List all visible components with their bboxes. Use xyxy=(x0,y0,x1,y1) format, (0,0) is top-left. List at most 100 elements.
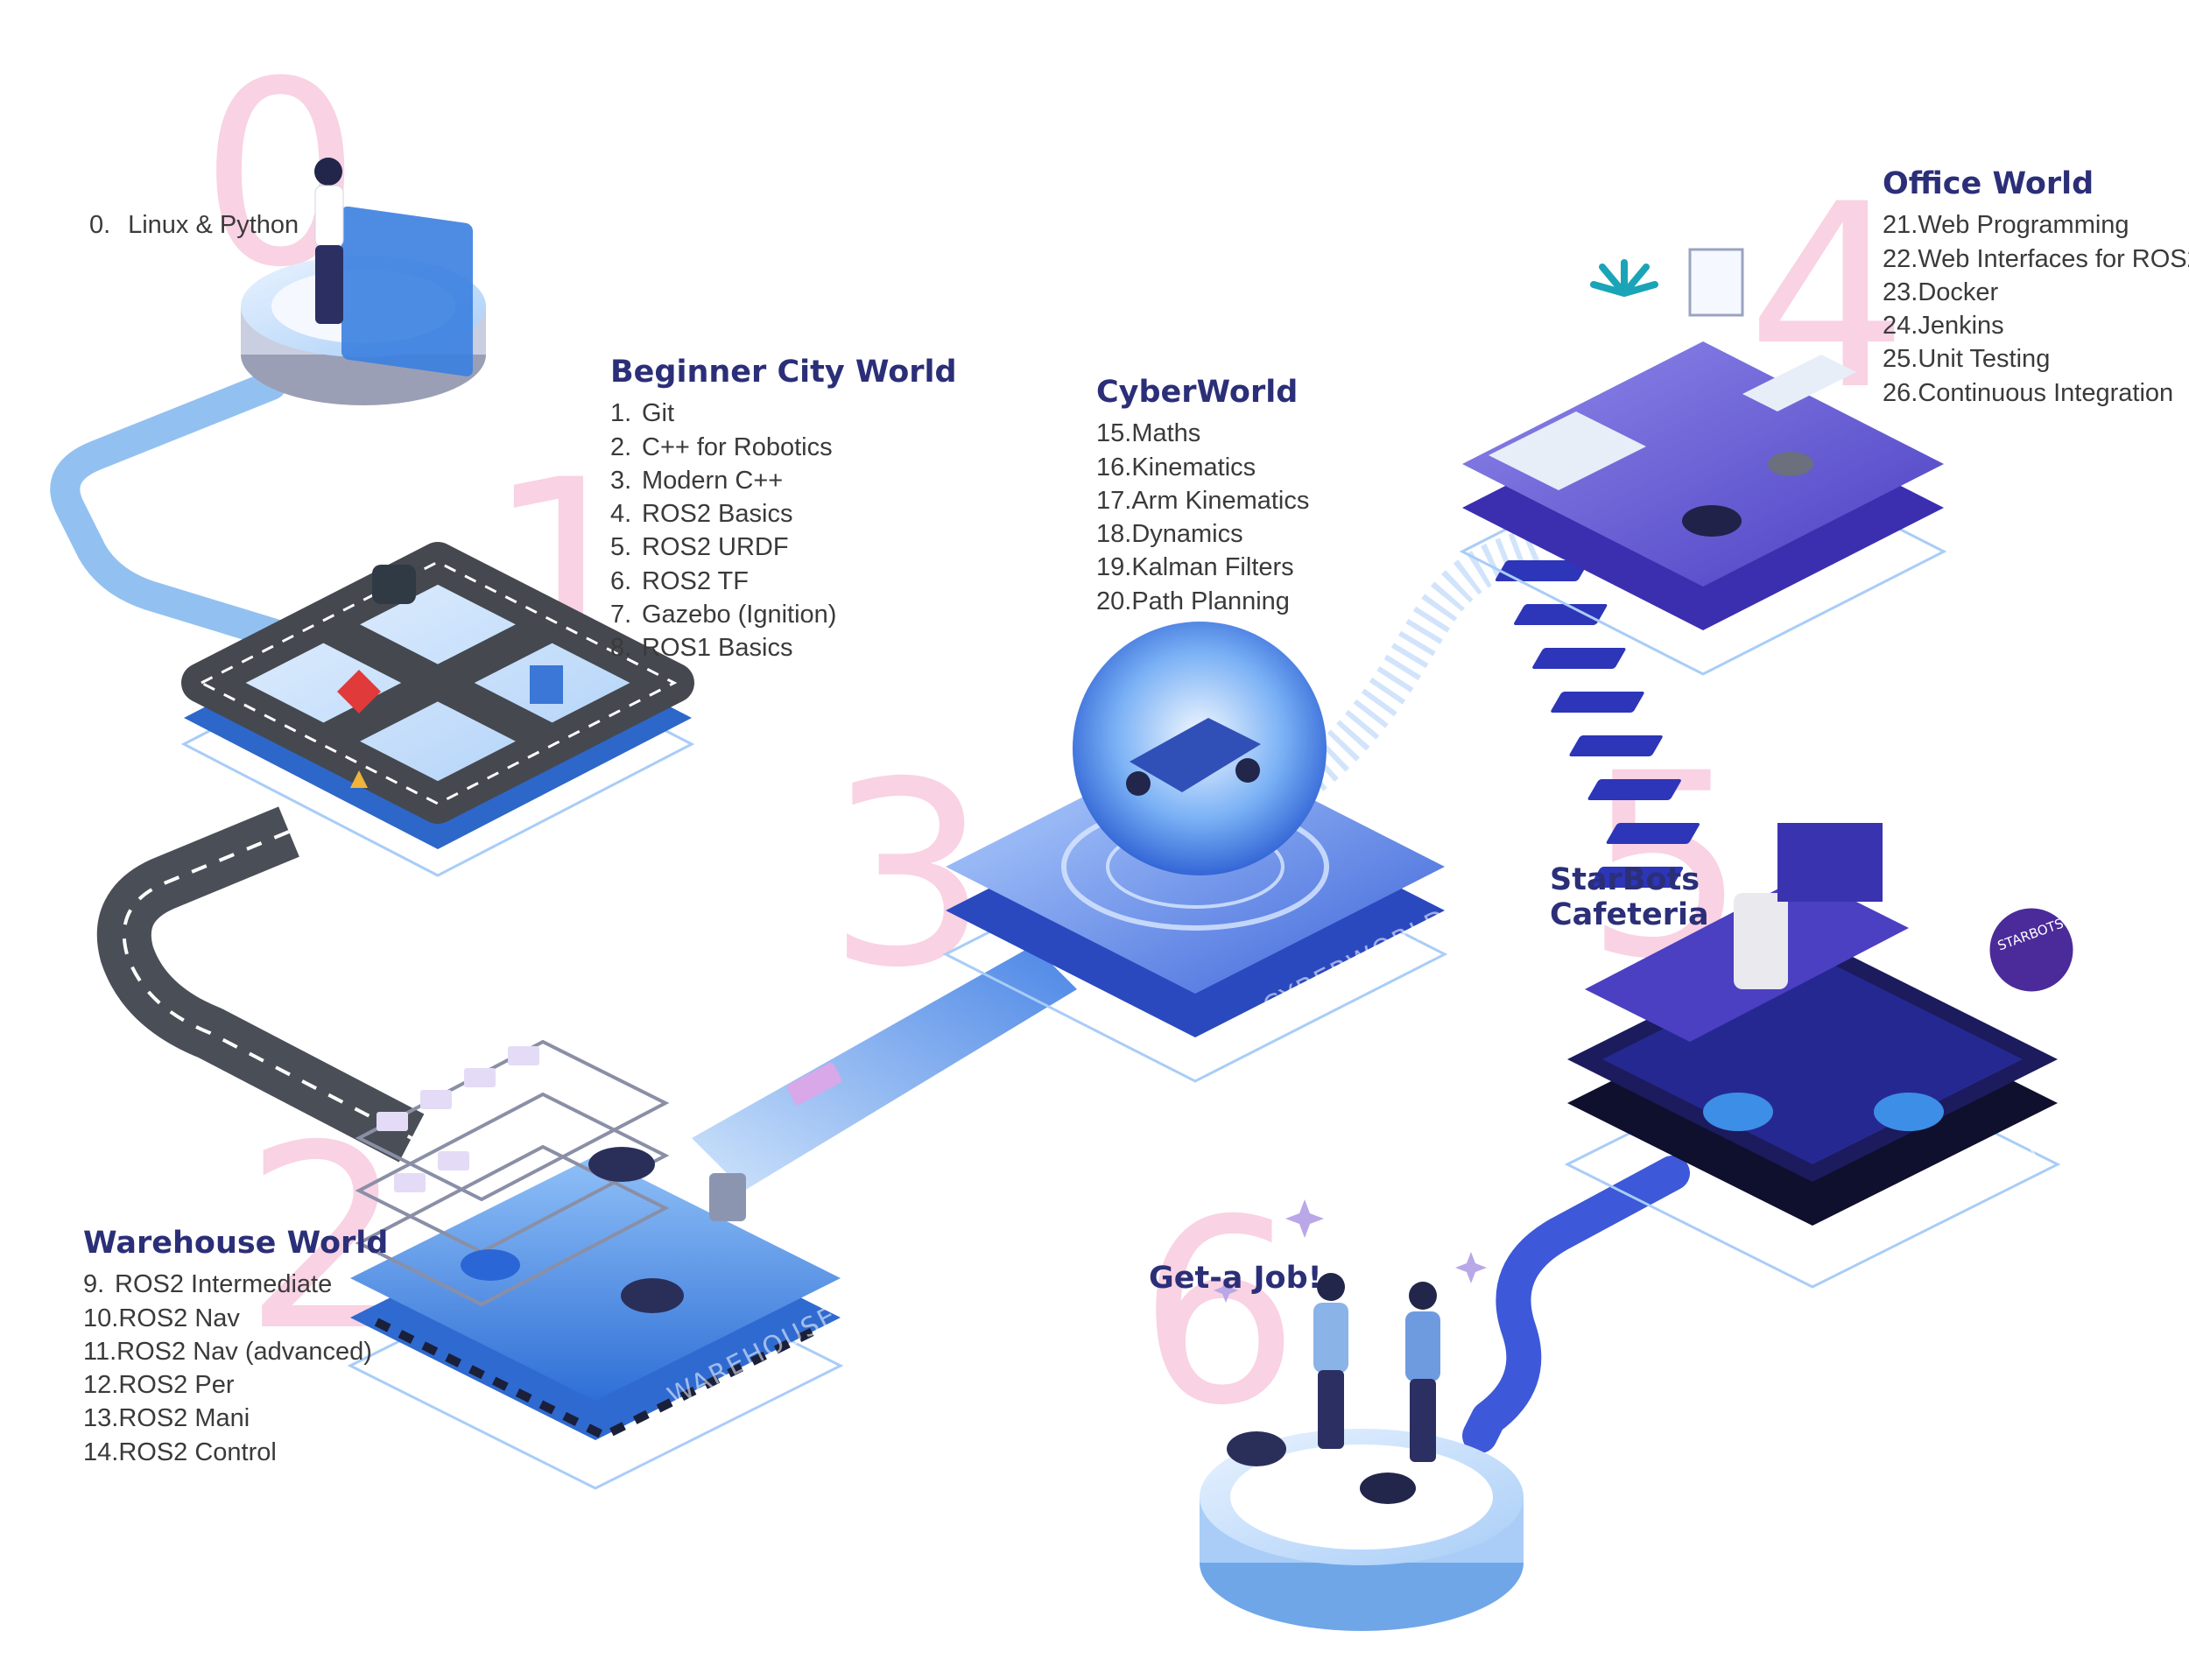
topic-number: 14. xyxy=(83,1437,119,1466)
topic-label: Linux & Python xyxy=(128,211,299,239)
beginner-city-topic-list: 1. Git 2. C++ for Robotics 3. Modern C++ 4.… xyxy=(610,397,957,664)
topic-13: 13.ROS2 Mani xyxy=(83,1402,388,1435)
topic-number: 1. xyxy=(610,399,632,428)
topic-label: ROS2 Nav xyxy=(118,1304,240,1332)
topic-16: 16.Kinematics xyxy=(1096,451,1309,484)
topic-number: 21. xyxy=(1883,211,1918,240)
topic-number: 8. xyxy=(610,634,632,663)
topic-label: Kinematics xyxy=(1131,453,1256,482)
topic-label: C++ for Robotics xyxy=(642,432,833,461)
stage-2-platform xyxy=(347,1039,844,1490)
topic-number: 16. xyxy=(1096,453,1132,482)
topic-label: Kalman Filters xyxy=(1131,553,1294,582)
topic-25: 25.Unit Testing xyxy=(1883,342,2189,376)
road-1-to-2-dashes xyxy=(122,830,412,1140)
topic-label: Web Programming xyxy=(1918,211,2129,240)
topic-number: 2. xyxy=(610,432,632,461)
staircase-4-to-5 xyxy=(1495,560,1700,888)
topic-number: 13. xyxy=(83,1404,119,1433)
stage-0-section: 0. Linux & Python xyxy=(89,208,299,242)
topic-label: Maths xyxy=(1131,419,1201,448)
topic-19: 19.Kalman Filters xyxy=(1096,551,1309,584)
topic-26: 26.Continuous Integration xyxy=(1883,376,2189,410)
stage-1-platform xyxy=(180,542,695,877)
topic-label: ROS2 TF xyxy=(642,566,749,595)
topic-18: 18.Dynamics xyxy=(1096,517,1309,551)
topic-number: 18. xyxy=(1096,520,1132,549)
topic-label: Unit Testing xyxy=(1918,345,2051,374)
stage-3-section: CyberWorld 15.Maths 16.Kinematics 17.Arm… xyxy=(1096,375,1309,618)
topic-label: Modern C++ xyxy=(642,466,784,495)
beginner-city-world-title: Beginner City World xyxy=(610,355,957,390)
topic-number: 15. xyxy=(1096,419,1132,448)
topic-label: Jenkins xyxy=(1918,312,2004,341)
path-5-to-6 xyxy=(1462,1156,1690,1453)
topic-number: 23. xyxy=(1883,278,1918,306)
starbots-cafeteria-title: StarBots Cafeteria xyxy=(1550,862,1709,933)
topic-label: Path Planning xyxy=(1131,587,1290,615)
topic-2: 2. C++ for Robotics xyxy=(610,431,957,464)
topic-7: 7. Gazebo (Ignition) xyxy=(610,598,957,631)
topic-number: 19. xyxy=(1096,553,1132,582)
office-world-title: Office World xyxy=(1883,166,2094,201)
get-a-job-title: Get-a Job! xyxy=(1149,1261,1322,1296)
topic-number: 22. xyxy=(1883,244,1918,273)
topic-14: 14.ROS2 Control xyxy=(83,1436,388,1469)
stage-4-platform xyxy=(1459,248,1947,676)
topic-label: ROS2 Per xyxy=(118,1371,235,1400)
topic-label: Git xyxy=(642,399,675,428)
topic-1: 1. Git xyxy=(610,397,957,430)
topic-number: 9. xyxy=(83,1270,105,1299)
topic-label: ROS2 URDF xyxy=(642,533,789,562)
topic-number: 11. xyxy=(83,1337,117,1366)
cyberworld-title: CyberWorld xyxy=(1096,375,1299,410)
topic-number: 6. xyxy=(610,566,632,595)
topic-10: 10.ROS2 Nav xyxy=(83,1302,388,1335)
road-1-to-2 xyxy=(96,806,425,1163)
topic-11: 11.ROS2 Nav (advanced) xyxy=(83,1335,388,1368)
topic-22: 22.Web Interfaces for ROS2 xyxy=(1883,243,2189,276)
stage-6-pedestal xyxy=(1200,1199,1524,1631)
path-0-to-1 xyxy=(50,370,321,658)
topic-17: 17.Arm Kinematics xyxy=(1096,484,1309,517)
topic-number: 0. xyxy=(89,211,111,239)
stage-5-section: StarBots Cafeteria xyxy=(1550,862,1709,940)
stage-0-pedestal xyxy=(241,158,486,405)
topic-8: 8.ROS1 Basics xyxy=(610,631,957,664)
topic-label: Web Interfaces for ROS2 xyxy=(1918,244,2189,273)
topic-number: 12. xyxy=(83,1371,119,1400)
topic-label: Gazebo (Ignition) xyxy=(642,601,837,629)
cyberworld-topic-list: 15.Maths 16.Kinematics 17.Arm Kinematics… xyxy=(1096,417,1309,618)
topic-number: 24. xyxy=(1883,312,1918,341)
topic-number: 5. xyxy=(610,533,632,562)
topic-number: 7. xyxy=(610,601,632,629)
topic-number: 20. xyxy=(1096,587,1132,615)
topic-15: 15.Maths xyxy=(1096,417,1309,450)
office-topic-list: 21.Web Programming 22.Web Interfaces for… xyxy=(1883,208,2189,410)
topic-12: 12.ROS2 Per xyxy=(83,1368,388,1402)
topic-label: Arm Kinematics xyxy=(1131,486,1310,515)
topic-3: 3. Modern C++ xyxy=(610,464,957,497)
topic-label: ROS2 Control xyxy=(118,1437,277,1466)
topic-4: 4.ROS2 Basics xyxy=(610,497,957,531)
stage-3-platform xyxy=(942,622,1448,1083)
topic-9: 9.ROS2 Intermediate xyxy=(83,1268,388,1301)
topic-label: ROS2 Basics xyxy=(642,500,793,529)
warehouse-world-title: Warehouse World xyxy=(83,1226,389,1261)
conveyor-2-to-3 xyxy=(692,945,1077,1191)
big-number-6: 6 xyxy=(1138,1166,1300,1461)
topic-label: Docker xyxy=(1918,278,1999,306)
data-stream-3-to-4 xyxy=(1242,524,1551,833)
topic-0: 0. Linux & Python xyxy=(89,208,299,242)
topic-label: ROS2 Mani xyxy=(118,1404,250,1433)
stage-1-section: Beginner City World 1. Git 2. C++ for Robo… xyxy=(610,355,957,665)
topic-label: Dynamics xyxy=(1131,520,1243,549)
stage-2-section: Warehouse World 9.ROS2 Intermediate 10.R… xyxy=(83,1226,388,1469)
stage-4-section: Office World 21.Web Programming 22.Web I… xyxy=(1883,166,2189,410)
big-number-3: 3 xyxy=(827,728,989,1023)
topic-5: 5. ROS2 URDF xyxy=(610,531,957,564)
topic-20: 20.Path Planning xyxy=(1096,585,1309,618)
topic-number: 3. xyxy=(610,466,632,495)
